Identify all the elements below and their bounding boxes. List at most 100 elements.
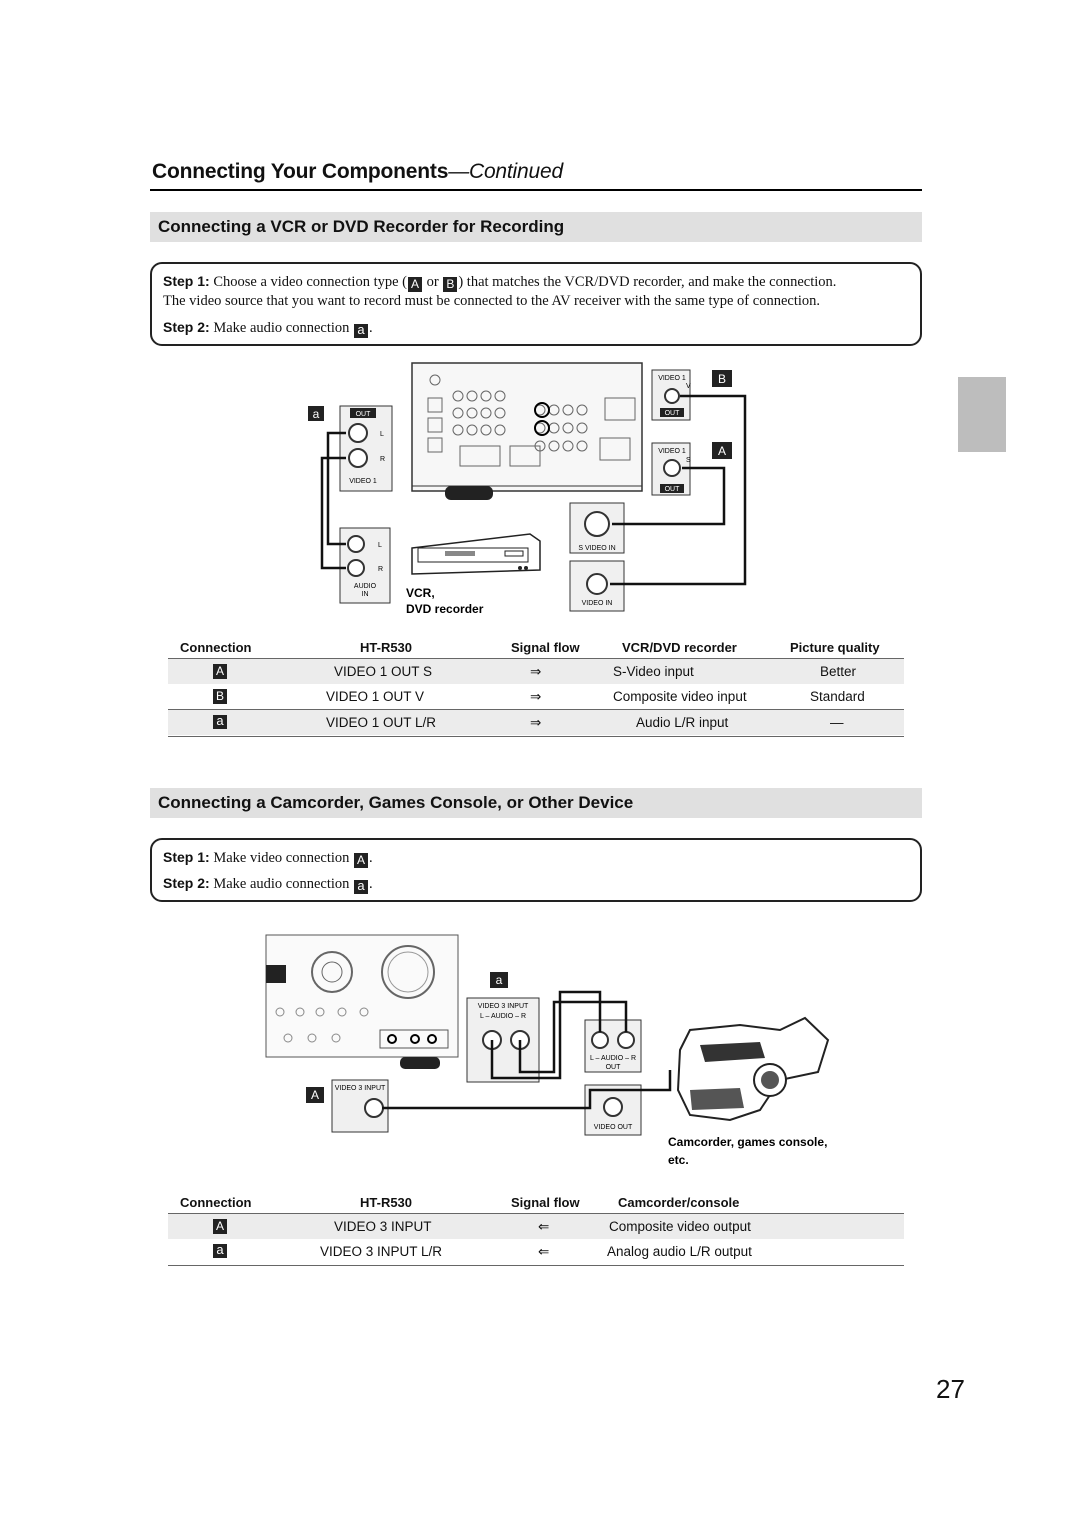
v3-audio-input-label: VIDEO 3 INPUT [478, 1003, 529, 1010]
receiver-video3-input-panel: VIDEO 3 INPUT [331, 1079, 389, 1133]
cam-step1-text: Make video connection [213, 850, 350, 866]
v3-l-audio-r-label: L – AUDIO – R [480, 1013, 526, 1020]
page-heading: Connecting Your Components—Continued [152, 160, 563, 184]
vcr-s-video-in-label: S VIDEO IN [578, 545, 615, 552]
page-heading-main: Connecting Your Components [152, 160, 449, 183]
row-model: VIDEO 1 OUT S [334, 664, 433, 679]
badge-B: B [443, 277, 458, 292]
camcorder-device [676, 1016, 830, 1122]
row-flow: ⇒ [530, 689, 542, 704]
t1-header-connection: Connection [180, 640, 252, 655]
camcorder-cables [382, 990, 672, 1110]
section-title-vcr: Connecting a VCR or DVD Recorder for Rec… [150, 212, 922, 242]
diagram-badge-B [712, 370, 732, 387]
step1-line2: The video source that you want to record… [163, 293, 820, 309]
camcorder-label-line1: Camcorder, games console, [668, 1135, 827, 1149]
row-device: Composite video input [613, 689, 747, 704]
heading-rule [150, 189, 922, 191]
cam-step1-line: Step 1: Make video connection A. [163, 849, 373, 868]
connection-cables [320, 394, 747, 586]
row-badge: A [213, 1219, 227, 1234]
t1-header-quality: Picture quality [790, 640, 880, 655]
rcv-audio-video1-label: VIDEO 1 [349, 478, 377, 485]
cam-out-label: OUT [606, 1064, 622, 1071]
row-badge: a [213, 1243, 227, 1258]
rcv-s-label: S [686, 457, 691, 464]
table-row: a VIDEO 1 OUT L/R ⇒ Audio L/R input — [168, 710, 904, 735]
row-badge: B [213, 689, 227, 704]
step1-line: Step 1: Choose a video connection type (… [163, 273, 836, 292]
rcv-video1-s-label: VIDEO 1 [658, 448, 686, 455]
step2-label: Step 2: [163, 319, 210, 335]
rcv-s-out-label: OUT [665, 486, 681, 493]
t2-header-connection: Connection [180, 1195, 252, 1210]
badge-a: a [354, 323, 369, 338]
page-number: 27 [936, 1374, 965, 1404]
t2-header-device: Camcorder/console [618, 1195, 740, 1210]
receiver-rear-panel [411, 362, 643, 500]
diagram2-badge-A-text: A [311, 1088, 319, 1102]
row-quality: Better [820, 664, 857, 679]
t1-rule-mid [168, 709, 904, 710]
vcr-audio-l-label: L [378, 542, 382, 549]
row-device: Composite video output [609, 1219, 751, 1234]
row-model: VIDEO 3 INPUT [334, 1219, 432, 1234]
diagram-badge-a-text: a [313, 407, 320, 421]
camcorder-audio-out-panel: L – AUDIO – R OUT [584, 1019, 642, 1073]
table-row: A VIDEO 3 INPUT ⇐ Composite video output [168, 1214, 904, 1239]
step2-text: Make audio connection [213, 320, 350, 336]
side-tab-marker [958, 377, 1006, 452]
row-badge: A [213, 664, 227, 679]
camcorder-video-out-panel: VIDEO OUT [584, 1084, 642, 1136]
receiver-audio-out-panel: OUT L R VIDEO 1 [339, 405, 393, 492]
row-badge: a [213, 714, 227, 729]
vcr-label-line1: VCR, [406, 586, 435, 600]
vcr-label-line2: DVD recorder [406, 602, 484, 616]
diagram2-badge-a-text: a [496, 973, 503, 987]
vcr-device [411, 533, 541, 575]
row-device: S-Video input [613, 664, 694, 679]
vcr-connection-diagram: OUT L R VIDEO 1 a VIDEO 1 V OUT VIDEO 1 … [308, 362, 747, 616]
section-title-camcorder: Connecting a Camcorder, Games Console, o… [150, 788, 922, 818]
receiver-video3-audio-panel: VIDEO 3 INPUT L – AUDIO – R [466, 997, 540, 1083]
step1-text-b: ) that matches the VCR/DVD recorder, and… [458, 274, 837, 290]
row-model: VIDEO 1 OUT L/R [326, 715, 437, 730]
page-heading-suffix: —Continued [448, 160, 563, 183]
row-model: VIDEO 1 OUT V [326, 689, 425, 704]
diagram-badge-a [308, 406, 324, 421]
t2-rule-bottom [168, 1265, 904, 1266]
badge-A: A [408, 277, 422, 292]
cam-step1-label: Step 1: [163, 849, 210, 865]
row-flow: ⇐ [538, 1219, 550, 1234]
step1-or: or [426, 274, 439, 290]
step1-label: Step 1: [163, 273, 210, 289]
row-flow: ⇒ [530, 715, 542, 730]
t1-rule-top [168, 658, 904, 659]
badge-a: a [354, 879, 369, 894]
rcv-audio-r-label: R [380, 456, 385, 463]
rcv-v-label: V [686, 383, 691, 390]
table-row: B VIDEO 1 OUT V ⇒ Composite video input … [168, 684, 904, 709]
cam-step2-label: Step 2: [163, 875, 210, 891]
t2-header-model: HT-R530 [360, 1195, 413, 1210]
cam-l-audio-r-label: L – AUDIO – R [590, 1055, 636, 1062]
vcr-in-label: IN [362, 591, 369, 598]
vcr-audio-r-label: R [378, 566, 383, 573]
row-quality: — [830, 715, 844, 730]
t1-header-flow: Signal flow [511, 640, 580, 655]
vcr-video-in-panel: S VIDEO IN VIDEO IN [569, 502, 625, 612]
cam-step2-line: Step 2: Make audio connection a. [163, 875, 373, 894]
table-row: A VIDEO 1 OUT S ⇒ S-Video input Better [168, 659, 904, 684]
steps-box-vcr: Step 1: Choose a video connection type (… [150, 262, 922, 346]
t2-rule-top [168, 1213, 904, 1214]
diagram2-badge-A [306, 1087, 324, 1103]
receiver-front-panel [265, 934, 459, 1069]
vcr-audio-in-panel: L R AUDIO IN [339, 527, 391, 604]
row-model: VIDEO 3 INPUT L/R [320, 1244, 443, 1259]
t1-header-model: HT-R530 [360, 640, 413, 655]
diagram-badge-B-text: B [718, 372, 726, 386]
rcv-audio-l-label: L [380, 431, 384, 438]
table-row: a VIDEO 3 INPUT L/R ⇐ Analog audio L/R o… [168, 1239, 904, 1264]
rcv-v-out-label: OUT [665, 410, 681, 417]
step2-line: Step 2: Make audio connection a. [163, 319, 373, 338]
